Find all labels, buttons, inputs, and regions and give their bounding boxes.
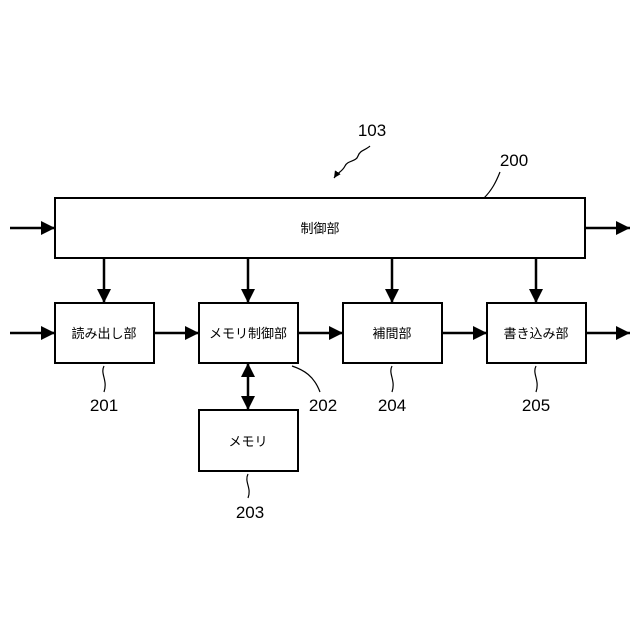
write-block-leader	[535, 366, 537, 392]
control-block-leader	[484, 172, 500, 198]
interpolation-block-ref: 204	[378, 396, 406, 415]
memory-block-label: メモリ	[228, 435, 267, 450]
figure-ref-leader	[334, 146, 370, 178]
memory-block-ref: 203	[236, 503, 264, 522]
figure-ref-label: 103	[358, 121, 386, 140]
read-block-ref: 201	[90, 396, 118, 415]
interpolation-block-label: 補間部	[372, 327, 411, 342]
interpolation-block-leader	[391, 366, 393, 392]
memory-block-leader	[247, 474, 249, 498]
write-block-ref: 205	[522, 396, 550, 415]
control-block-ref: 200	[500, 151, 528, 170]
read-block-leader	[103, 366, 105, 392]
control-block-label: 制御部	[300, 222, 339, 237]
memory-control-block-leader	[292, 366, 320, 392]
read-block-label: 読み出し部	[71, 326, 136, 342]
memory-control-block-ref: 202	[309, 396, 337, 415]
memory-control-block-label: メモリ制御部	[209, 327, 287, 342]
write-block-label: 書き込み部	[503, 327, 568, 342]
